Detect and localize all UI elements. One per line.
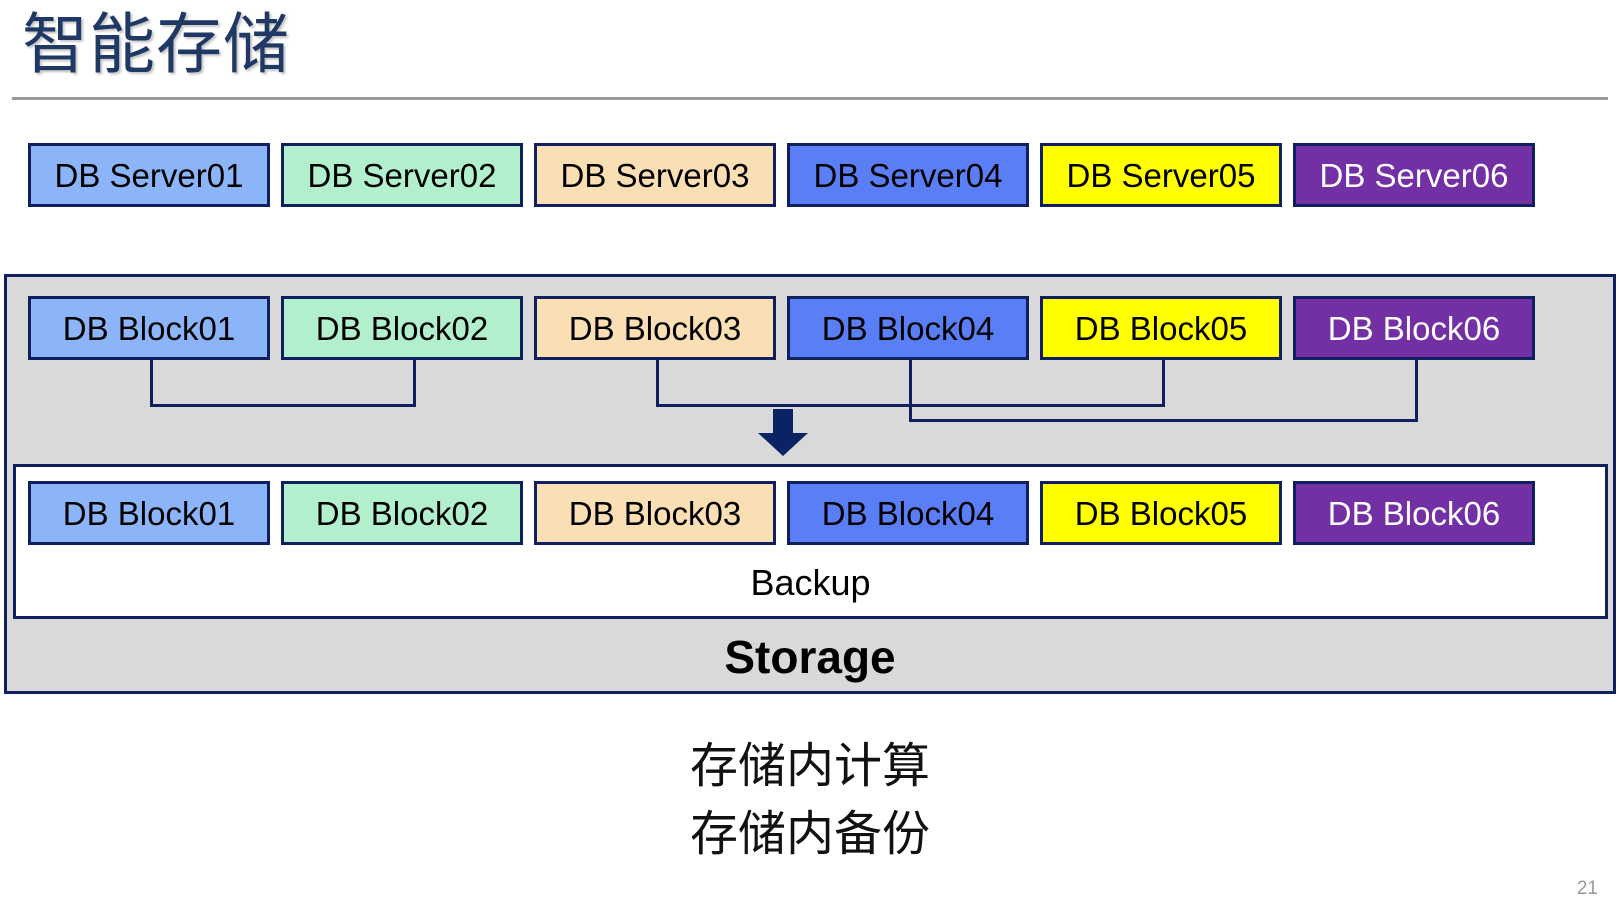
backup-block-box-label: DB Block05 — [1074, 494, 1248, 532]
db-block-box-4[interactable]: DB Block04 — [787, 296, 1029, 360]
backup-block-box-3[interactable]: DB Block03 — [534, 481, 776, 545]
db-block-box-label: DB Block01 — [62, 309, 236, 347]
connector-3-crossbar — [909, 419, 1418, 422]
db-server-box-label: DB Server02 — [307, 156, 497, 194]
backup-block-box-label: DB Block01 — [62, 494, 236, 532]
caption-line-1: 存储内计算 — [689, 740, 930, 793]
backup-block-box-4[interactable]: DB Block04 — [787, 481, 1029, 545]
db-server-box-label: DB Server01 — [54, 156, 244, 194]
db-server-box-4[interactable]: DB Server04 — [787, 143, 1029, 207]
backup-block-box-label: DB Block06 — [1327, 494, 1501, 532]
backup-block-box-label: DB Block04 — [821, 494, 995, 532]
db-block-box-label: DB Block04 — [821, 309, 995, 347]
page-number: 21 — [1576, 878, 1598, 899]
db-server-box-1[interactable]: DB Server01 — [28, 143, 270, 207]
db-block-box-label: DB Block02 — [315, 309, 489, 347]
db-server-box-label: DB Server04 — [813, 156, 1003, 194]
title-divider — [12, 97, 1608, 100]
db-server-box-label: DB Server06 — [1319, 156, 1509, 194]
db-block-box-label: DB Block05 — [1074, 309, 1248, 347]
connector-2-left-stem — [656, 360, 659, 407]
db-block-box-2[interactable]: DB Block02 — [281, 296, 523, 360]
db-block-box-1[interactable]: DB Block01 — [28, 296, 270, 360]
backup-label: Backup — [750, 562, 871, 603]
db-block-box-label: DB Block03 — [568, 309, 742, 347]
connector-3-right-stem — [1415, 360, 1418, 422]
db-block-box-3[interactable]: DB Block03 — [534, 296, 776, 360]
db-server-box-label: DB Server05 — [1066, 156, 1256, 194]
backup-block-box-label: DB Block03 — [568, 494, 742, 532]
db-block-box-6[interactable]: DB Block06 — [1293, 296, 1535, 360]
connector-1-left-stem — [150, 360, 153, 407]
connector-1-crossbar — [150, 404, 416, 407]
backup-block-box-2[interactable]: DB Block02 — [281, 481, 523, 545]
db-server-box-3[interactable]: DB Server03 — [534, 143, 776, 207]
connector-1-right-stem — [413, 360, 416, 407]
caption-line-2: 存储内备份 — [689, 808, 930, 861]
db-block-box-label: DB Block06 — [1327, 309, 1501, 347]
db-server-box-label: DB Server03 — [560, 156, 750, 194]
backup-block-box-6[interactable]: DB Block06 — [1293, 481, 1535, 545]
backup-block-box-label: DB Block02 — [315, 494, 489, 532]
backup-block-box-1[interactable]: DB Block01 — [28, 481, 270, 545]
db-server-box-5[interactable]: DB Server05 — [1040, 143, 1282, 207]
page-title: 智能存储 — [22, 7, 290, 81]
down-arrow-icon — [757, 409, 809, 457]
connector-3-left-stem — [909, 360, 912, 422]
connector-2-right-stem — [1162, 360, 1165, 407]
db-server-box-6[interactable]: DB Server06 — [1293, 143, 1535, 207]
backup-block-box-5[interactable]: DB Block05 — [1040, 481, 1282, 545]
storage-label: Storage — [724, 631, 896, 683]
db-server-box-2[interactable]: DB Server02 — [281, 143, 523, 207]
db-block-box-5[interactable]: DB Block05 — [1040, 296, 1282, 360]
